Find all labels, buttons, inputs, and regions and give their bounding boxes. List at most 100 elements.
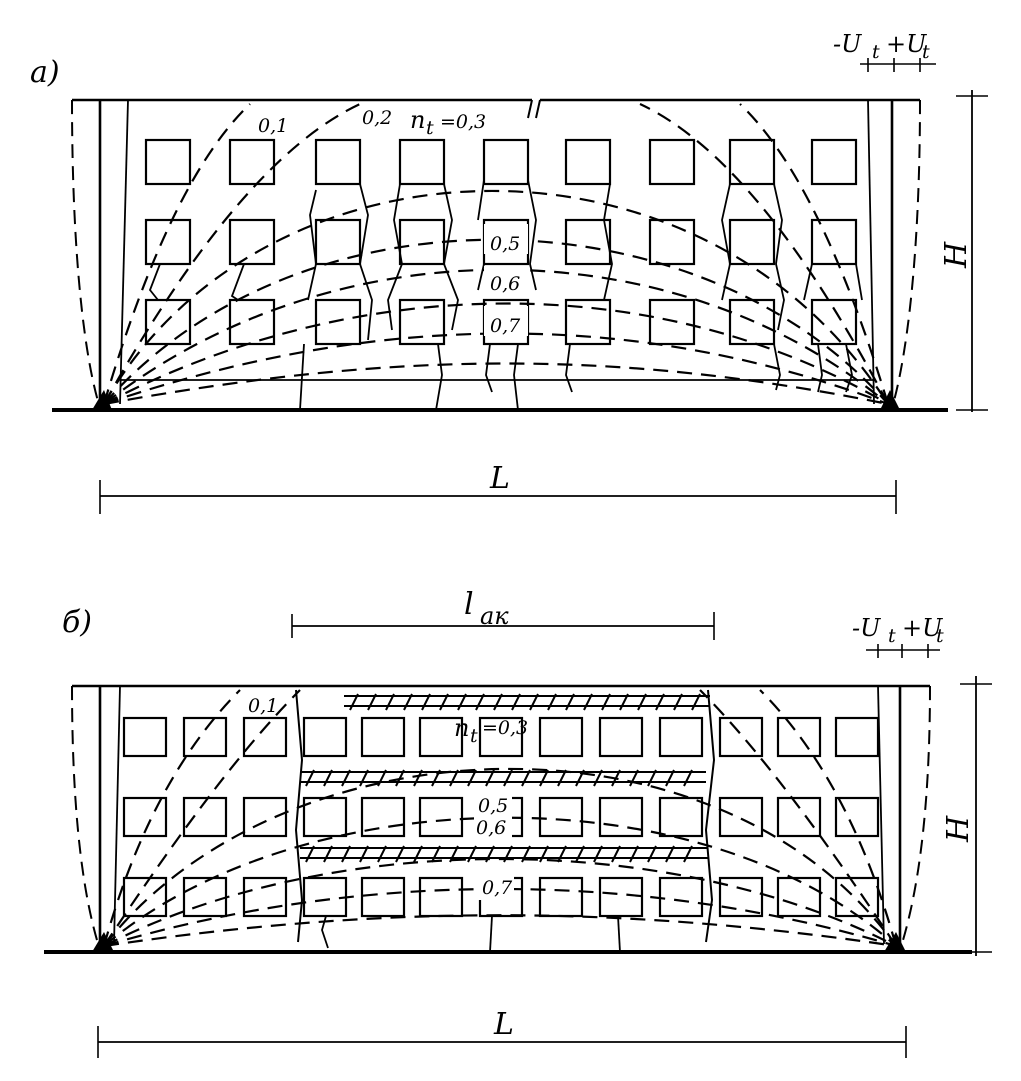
window [302,716,348,758]
crack [443,183,459,331]
window [776,716,822,758]
crack [387,183,403,331]
panel-b-contour-labels: 0,1 n t =0,3 0,5 0,6 0,7 [248,695,528,900]
crack [845,343,853,393]
panel-a-label: a) [30,55,60,90]
window [648,138,696,186]
support-left [92,932,114,952]
panel-a-deformed-left [71,99,101,409]
crack [565,343,573,393]
panel-b-displacement-marker: -U t +U t [852,614,944,658]
contour-0-6 [103,302,889,405]
panel-a-minus-u: -U [833,30,862,58]
window [144,218,192,266]
panel-a-plus-u: +U [886,30,927,58]
window [478,716,524,758]
panel-b-span-dimension: L [97,1007,907,1058]
window [810,218,858,266]
window [482,138,530,186]
window [810,298,858,346]
panel-a-inner-right [867,99,875,405]
panel-a-roof-crack [527,99,541,119]
window [360,716,406,758]
zone-subscript: ак [480,602,509,630]
crack [359,183,373,341]
crack [803,263,813,301]
panel-a-deformed-right [891,99,921,409]
crack [617,915,621,953]
crack [435,343,443,411]
panel-a-span-dimension: L [99,461,897,514]
window [242,876,288,918]
contour-label-b-n: n [454,714,469,742]
crack [513,343,519,411]
contour-label-0-1: 0,1 [258,115,288,137]
contour-0-2-left [103,103,361,405]
panel-a-plus-u-sub: t [922,41,930,63]
panel-b-height-dimension: H [941,676,992,956]
window [242,796,288,838]
crack [485,343,493,393]
window [718,876,764,918]
crack [307,189,317,301]
window [302,796,348,838]
panel-a-height-dimension: H [939,90,988,412]
window [228,218,276,266]
window [598,876,644,918]
contour-b-0-1-left [102,689,241,947]
contour-0-1-right [739,103,890,405]
window [598,796,644,838]
contour-b-0-8 [103,914,897,948]
zone-label: l [464,587,474,622]
window [242,716,288,758]
panel-b-height-label: H [941,815,976,843]
window [144,138,192,186]
window [564,138,612,186]
window [648,218,696,266]
contour-b-0-5 [103,816,897,947]
panel-b-building [44,684,972,954]
contour-label-0-3: =0,3 [440,111,486,133]
zone-boundary-right [704,689,716,943]
window [182,796,228,838]
window [360,876,406,918]
contour-b-0-1-right [759,689,898,947]
crack [773,343,781,391]
crack [773,183,785,331]
panel-b-zone-dimension: l ак [291,587,715,640]
hatch-band-top [344,695,710,707]
panel-b-cracks [321,915,621,953]
panel-b-supports [92,932,906,952]
panel-a-height-label: H [939,241,974,269]
support-right [880,390,900,410]
window [398,138,446,186]
contour-label-b-0-1: 0,1 [248,695,278,717]
panel-a-minus-u-sub: t [872,41,880,63]
contour-label-0-5: 0,5 [490,233,520,255]
hatch-band-bottom [300,847,708,859]
crack [855,263,863,301]
crack [299,343,305,411]
panel-a-inner-left [119,99,129,405]
window [228,138,276,186]
contour-label-b-0-3: =0,3 [482,717,528,739]
window [834,716,880,758]
contour-b-0-2-left [103,689,301,947]
window [182,876,228,918]
contour-b-0-2-right [699,689,897,947]
panel-a-cracks [148,179,863,411]
crack [817,343,823,393]
window [302,876,348,918]
support-right [884,932,906,952]
crack [527,179,537,291]
window [776,796,822,838]
window [418,796,464,838]
window [122,716,168,758]
window [728,138,776,186]
window [718,796,764,838]
panel-b-deformed-left [71,685,101,951]
contour-label-0-6: 0,6 [490,273,520,295]
panel-b-minus-u: -U [852,614,881,642]
contour-label-n: n [410,106,425,134]
contour-b-0-6 [103,857,897,947]
